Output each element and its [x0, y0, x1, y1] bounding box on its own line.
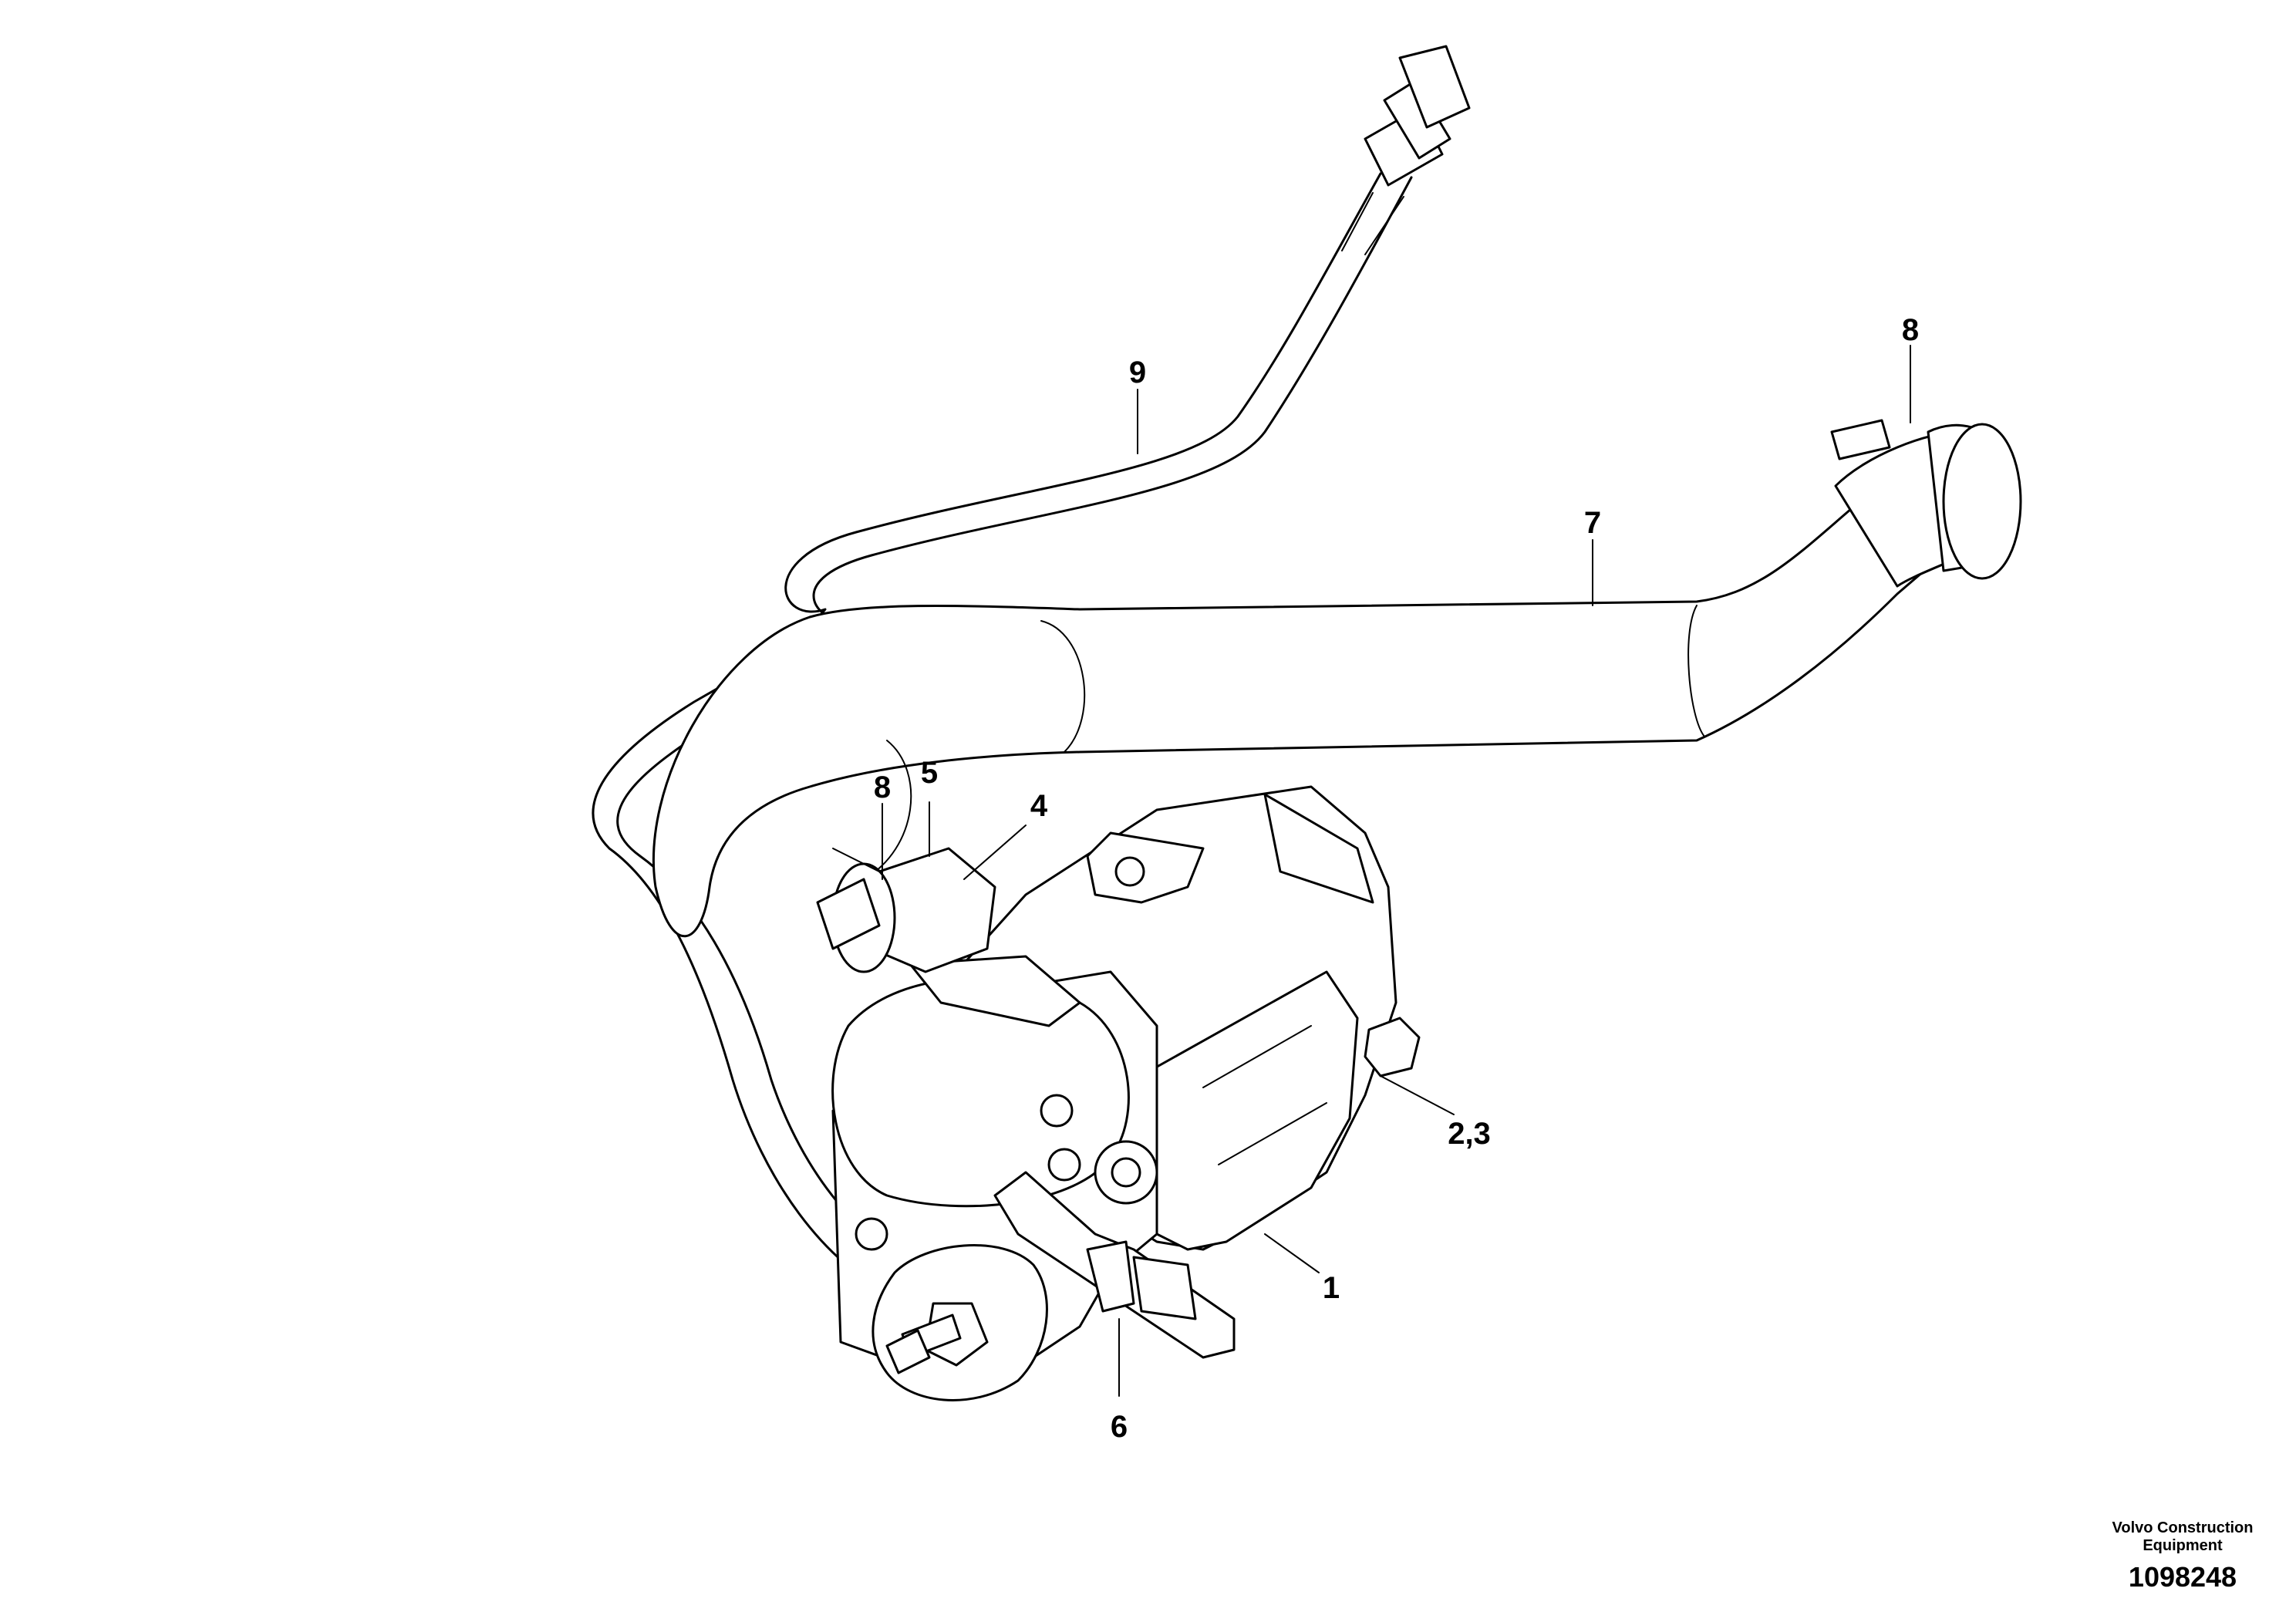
callout-6: 6 — [1110, 1410, 1128, 1444]
credit-line-1: Volvo Construction — [2112, 1519, 2254, 1536]
callout-1: 1 — [1322, 1271, 1340, 1305]
pump-1 — [816, 785, 1455, 1401]
credit-line-2: Equipment — [2143, 1537, 2223, 1554]
callout-7: 7 — [1583, 506, 1602, 540]
hose-9 — [592, 45, 1471, 1297]
credit-block: Volvo Construction Equipment 1098248 — [2082, 1519, 2283, 1593]
callout-8-upper: 8 — [1901, 313, 1920, 347]
drawing-number: 1098248 — [2128, 1561, 2237, 1593]
hose-7 — [652, 345, 2022, 938]
callout-5: 5 — [920, 756, 939, 790]
callout-9: 9 — [1128, 356, 1147, 389]
callout-8-lower: 8 — [873, 771, 892, 804]
callout-2-3: 2,3 — [1448, 1117, 1491, 1151]
callout-4: 4 — [1030, 789, 1048, 823]
